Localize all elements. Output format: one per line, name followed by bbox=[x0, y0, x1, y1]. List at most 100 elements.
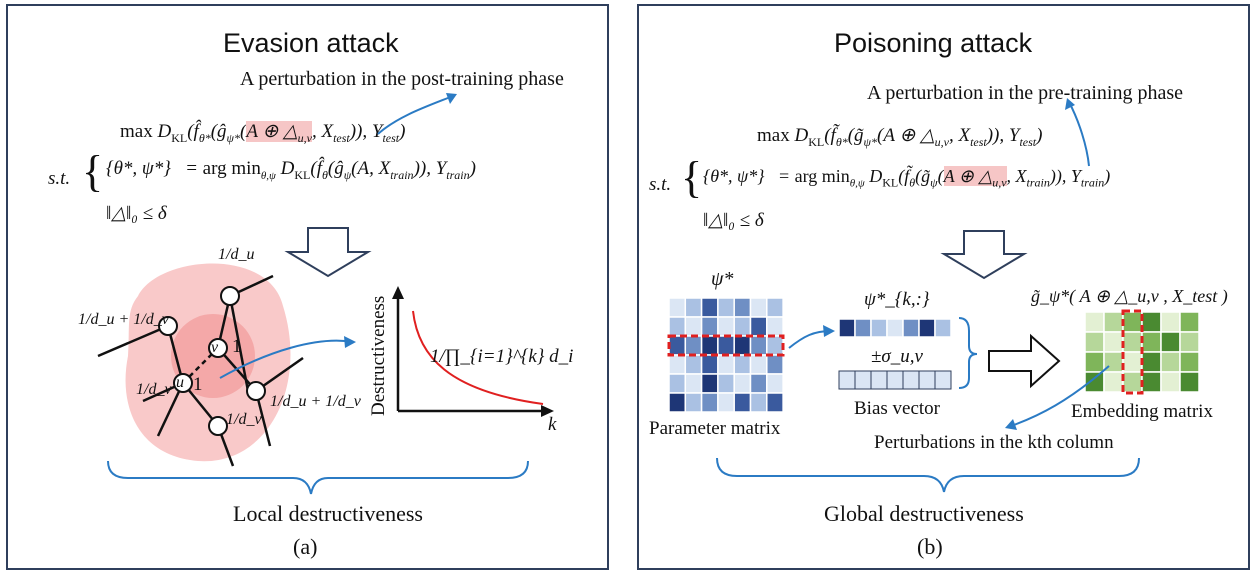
arrow-to-note-b bbox=[1068, 101, 1090, 167]
psi-cell bbox=[934, 318, 952, 338]
frac-du-dv-right: 1/d_u + 1/d_v bbox=[270, 393, 361, 410]
embed-cell bbox=[1141, 331, 1162, 353]
param-cell bbox=[749, 354, 768, 375]
embed-cell bbox=[1103, 371, 1124, 393]
param-cell bbox=[766, 392, 784, 413]
param-cell bbox=[668, 392, 687, 413]
embed-cell bbox=[1160, 351, 1181, 373]
param-cell bbox=[733, 354, 752, 375]
node-u-label: u bbox=[176, 374, 184, 391]
param-label: Parameter matrix bbox=[649, 418, 781, 439]
embed-cell bbox=[1179, 371, 1200, 393]
evasion-constraint-1: {θ*, ψ*} = arg minθ,ψ DKL(f̂θ(ĝψ(A, Xtra… bbox=[106, 158, 476, 182]
arrow-to-chart bbox=[219, 339, 354, 379]
embed-cell bbox=[1141, 351, 1162, 373]
param-cell bbox=[749, 316, 768, 337]
pre-training-note: A perturbation in the pre-training phase bbox=[867, 82, 1184, 104]
embed-cell bbox=[1122, 311, 1143, 333]
param-cell bbox=[749, 297, 768, 318]
psi-row-label: ψ*_{k,:} bbox=[864, 289, 930, 310]
graph-node bbox=[220, 286, 240, 306]
brace-b: { bbox=[681, 153, 703, 202]
embed-col-highlight bbox=[1121, 309, 1144, 395]
node-v-label: v bbox=[211, 339, 219, 356]
node-v bbox=[208, 338, 228, 358]
embed-cell bbox=[1103, 331, 1124, 353]
embed-cell bbox=[1141, 311, 1162, 333]
embed-cell bbox=[1141, 371, 1162, 393]
poison-constraint-2: ‖△‖₀ ≤ δ bbox=[703, 210, 764, 231]
param-cell bbox=[733, 392, 752, 413]
psi-cell bbox=[886, 318, 904, 338]
down-arrow-b bbox=[940, 230, 1028, 280]
embed-cell bbox=[1179, 311, 1200, 333]
decay-curve bbox=[412, 310, 544, 405]
embed-cell bbox=[1084, 331, 1105, 353]
caption-a: Local destructiveness bbox=[233, 501, 423, 526]
bias-vector bbox=[838, 370, 952, 390]
kth-note: Perturbations in the kth column bbox=[874, 432, 1114, 453]
param-cell bbox=[668, 354, 687, 375]
st-label-a: s.t. bbox=[48, 168, 71, 189]
arrow-col-to-note bbox=[1010, 365, 1110, 427]
x-axis-label: k bbox=[548, 414, 557, 435]
frac-dv-bottom: 1/d_v bbox=[226, 411, 262, 428]
param-cell bbox=[668, 373, 687, 394]
param-cell bbox=[733, 316, 752, 337]
param-cell bbox=[717, 316, 735, 337]
parameter-matrix bbox=[668, 297, 784, 413]
evasion-objective: max DKL(f̂θ*(ĝψ*(A ⊕ △u,v, Xtest)), Ytes… bbox=[120, 121, 406, 145]
param-cell bbox=[717, 373, 735, 394]
y-axis-label: Destructiveness bbox=[368, 295, 389, 416]
embed-cell bbox=[1084, 311, 1105, 333]
param-cell bbox=[700, 373, 719, 394]
psi-cell bbox=[902, 318, 920, 338]
param-cell bbox=[766, 354, 784, 375]
param-cell bbox=[700, 335, 719, 356]
psi-cell bbox=[918, 318, 936, 338]
arrow-to-note-a bbox=[377, 95, 454, 135]
embed-cell bbox=[1160, 331, 1181, 353]
bias-label: Bias vector bbox=[854, 398, 941, 419]
embed-cell bbox=[1122, 351, 1143, 373]
post-training-note: A perturbation in the post-training phas… bbox=[240, 68, 564, 90]
param-cell bbox=[684, 297, 703, 318]
frac-du: 1/d_u bbox=[218, 246, 255, 263]
bias-cell bbox=[886, 370, 904, 390]
param-cell bbox=[668, 297, 687, 318]
psi-row-vector bbox=[838, 318, 952, 338]
param-cell bbox=[717, 335, 735, 356]
param-cell bbox=[700, 297, 719, 318]
down-arrow-a bbox=[284, 227, 372, 278]
brace-a bbox=[107, 460, 529, 495]
panel-b-title: Poisoning attack bbox=[834, 28, 1033, 58]
evasion-constraint-2: ‖△‖₀ ≤ δ bbox=[106, 203, 167, 224]
param-cell bbox=[684, 373, 703, 394]
bias-cell bbox=[918, 370, 936, 390]
psi-cell bbox=[870, 318, 888, 338]
param-cell bbox=[700, 354, 719, 375]
right-arrow bbox=[988, 333, 1061, 389]
param-cell bbox=[749, 335, 768, 356]
edge-label-2: 1 bbox=[193, 374, 203, 395]
param-cell bbox=[717, 354, 735, 375]
st-label-b: s.t. bbox=[649, 174, 672, 195]
param-cell bbox=[749, 392, 768, 413]
embed-cell bbox=[1084, 351, 1105, 373]
embed-cell bbox=[1160, 371, 1181, 393]
poison-constraint-1: {θ*, ψ*} = arg minθ,ψ DKL(f̃θ(g̃ψ(A ⊕ △u… bbox=[703, 166, 1111, 190]
edge bbox=[97, 324, 169, 358]
graph-node bbox=[246, 381, 266, 401]
psi-star-label: ψ* bbox=[711, 268, 734, 290]
param-cell bbox=[668, 335, 687, 356]
panel-poisoning: Poisoning attack A perturbation in the p… bbox=[637, 4, 1250, 570]
param-cell bbox=[700, 316, 719, 337]
bias-cell bbox=[854, 370, 872, 390]
bias-cell bbox=[870, 370, 888, 390]
param-cell bbox=[684, 392, 703, 413]
param-cell bbox=[766, 316, 784, 337]
poison-objective: max DKL(f̃θ*(g̃ψ*(A ⊕ △u,v, Xtest)), Yte… bbox=[757, 125, 1043, 149]
panel-evasion: Evasion attack A perturbation in the pos… bbox=[6, 4, 609, 570]
curve-label: 1/∏_{i=1}^{k} d_i bbox=[430, 346, 574, 367]
bias-cell bbox=[838, 370, 856, 390]
